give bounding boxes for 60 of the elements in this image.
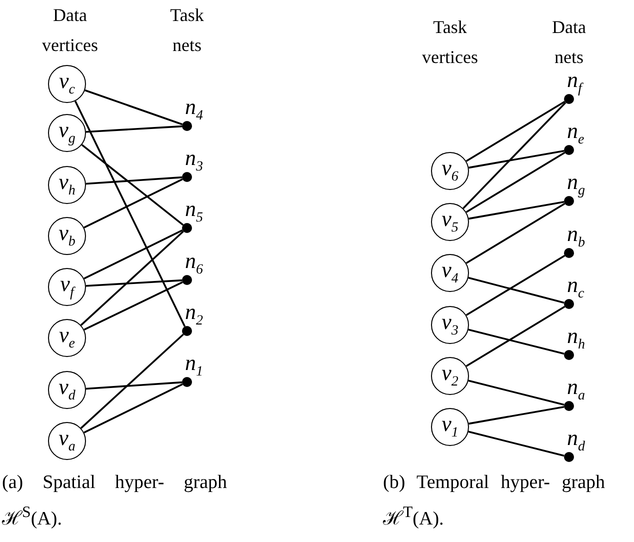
connector-line xyxy=(84,89,183,126)
vertex-circle: v$_{5}$ xyxy=(431,203,469,241)
connector-line xyxy=(462,102,566,209)
connector-line xyxy=(466,202,566,264)
net-label: n$_{d}$ xyxy=(567,427,585,454)
connector-line xyxy=(468,200,564,220)
connector-line xyxy=(466,254,566,316)
net-label: n$_{f}$ xyxy=(567,69,582,96)
connector-line xyxy=(86,279,182,287)
net-label: n$_{c}$ xyxy=(567,274,584,302)
connector-line xyxy=(80,334,184,429)
net-label: n$_{a}$ xyxy=(567,376,585,404)
connector-line xyxy=(466,306,566,367)
net-label: n$_{3}$ xyxy=(185,147,203,174)
net-label: n$_{h}$ xyxy=(567,325,585,352)
net-label: n$_{e}$ xyxy=(567,120,584,148)
net-label: n$_{b}$ xyxy=(567,223,585,250)
connector-line xyxy=(80,230,184,326)
column-heading: Data nets xyxy=(551,16,587,69)
connector-line xyxy=(84,229,183,280)
connector-line xyxy=(74,100,186,327)
net-label: n$_{5}$ xyxy=(185,198,203,226)
vertex-circle: v$_{3}$ xyxy=(431,306,469,344)
connector-line xyxy=(86,176,182,185)
column-heading: Task nets xyxy=(169,4,205,57)
connector-line xyxy=(86,125,182,133)
vertex-circle: v$_{c}$ xyxy=(48,65,86,103)
vertex-circle: v$_{1}$ xyxy=(431,408,469,446)
connector-line xyxy=(81,144,184,226)
connector-line xyxy=(466,100,566,162)
vertex-circle: v$_{e}$ xyxy=(48,319,86,357)
vertex-circle: v$_{b}$ xyxy=(48,217,86,255)
subfigure-caption: (b) Temporal hyper- graph ℋ$^{T}$(A). xyxy=(383,471,605,532)
connector-line xyxy=(468,430,564,457)
subfigure-caption: (a) Spatial hyper- graph ℋ$^{S}$(A). xyxy=(2,471,227,532)
net-label: n$_{2}$ xyxy=(185,301,203,328)
column-heading: Data vertices xyxy=(41,4,99,57)
vertex-circle: v$_{6}$ xyxy=(431,152,469,190)
vertex-circle: v$_{f}$ xyxy=(48,268,86,306)
connector-line xyxy=(468,406,564,425)
net-label: n$_{4}$ xyxy=(185,96,203,124)
vertex-circle: v$_{2}$ xyxy=(431,357,469,395)
connector-line xyxy=(84,383,183,434)
connector-line xyxy=(84,178,183,228)
vertex-circle: v$_{g}$ xyxy=(48,114,86,152)
connector-line xyxy=(468,150,564,169)
connector-line xyxy=(84,281,183,331)
connector-line xyxy=(468,380,564,406)
vertex-circle: v$_{4}$ xyxy=(431,254,469,292)
connector-line xyxy=(466,152,566,213)
net-label: n$_{6}$ xyxy=(185,250,203,278)
net-label: n$_{1}$ xyxy=(185,352,203,380)
net-label: n$_{g}$ xyxy=(567,171,585,198)
vertex-circle: v$_{a}$ xyxy=(48,422,86,460)
column-heading: Task vertices xyxy=(421,16,479,69)
vertex-circle: v$_{d}$ xyxy=(48,371,86,409)
vertex-circle: v$_{h}$ xyxy=(48,166,86,204)
connector-line xyxy=(468,276,564,304)
connector-line xyxy=(86,381,182,390)
connector-line xyxy=(468,328,564,355)
